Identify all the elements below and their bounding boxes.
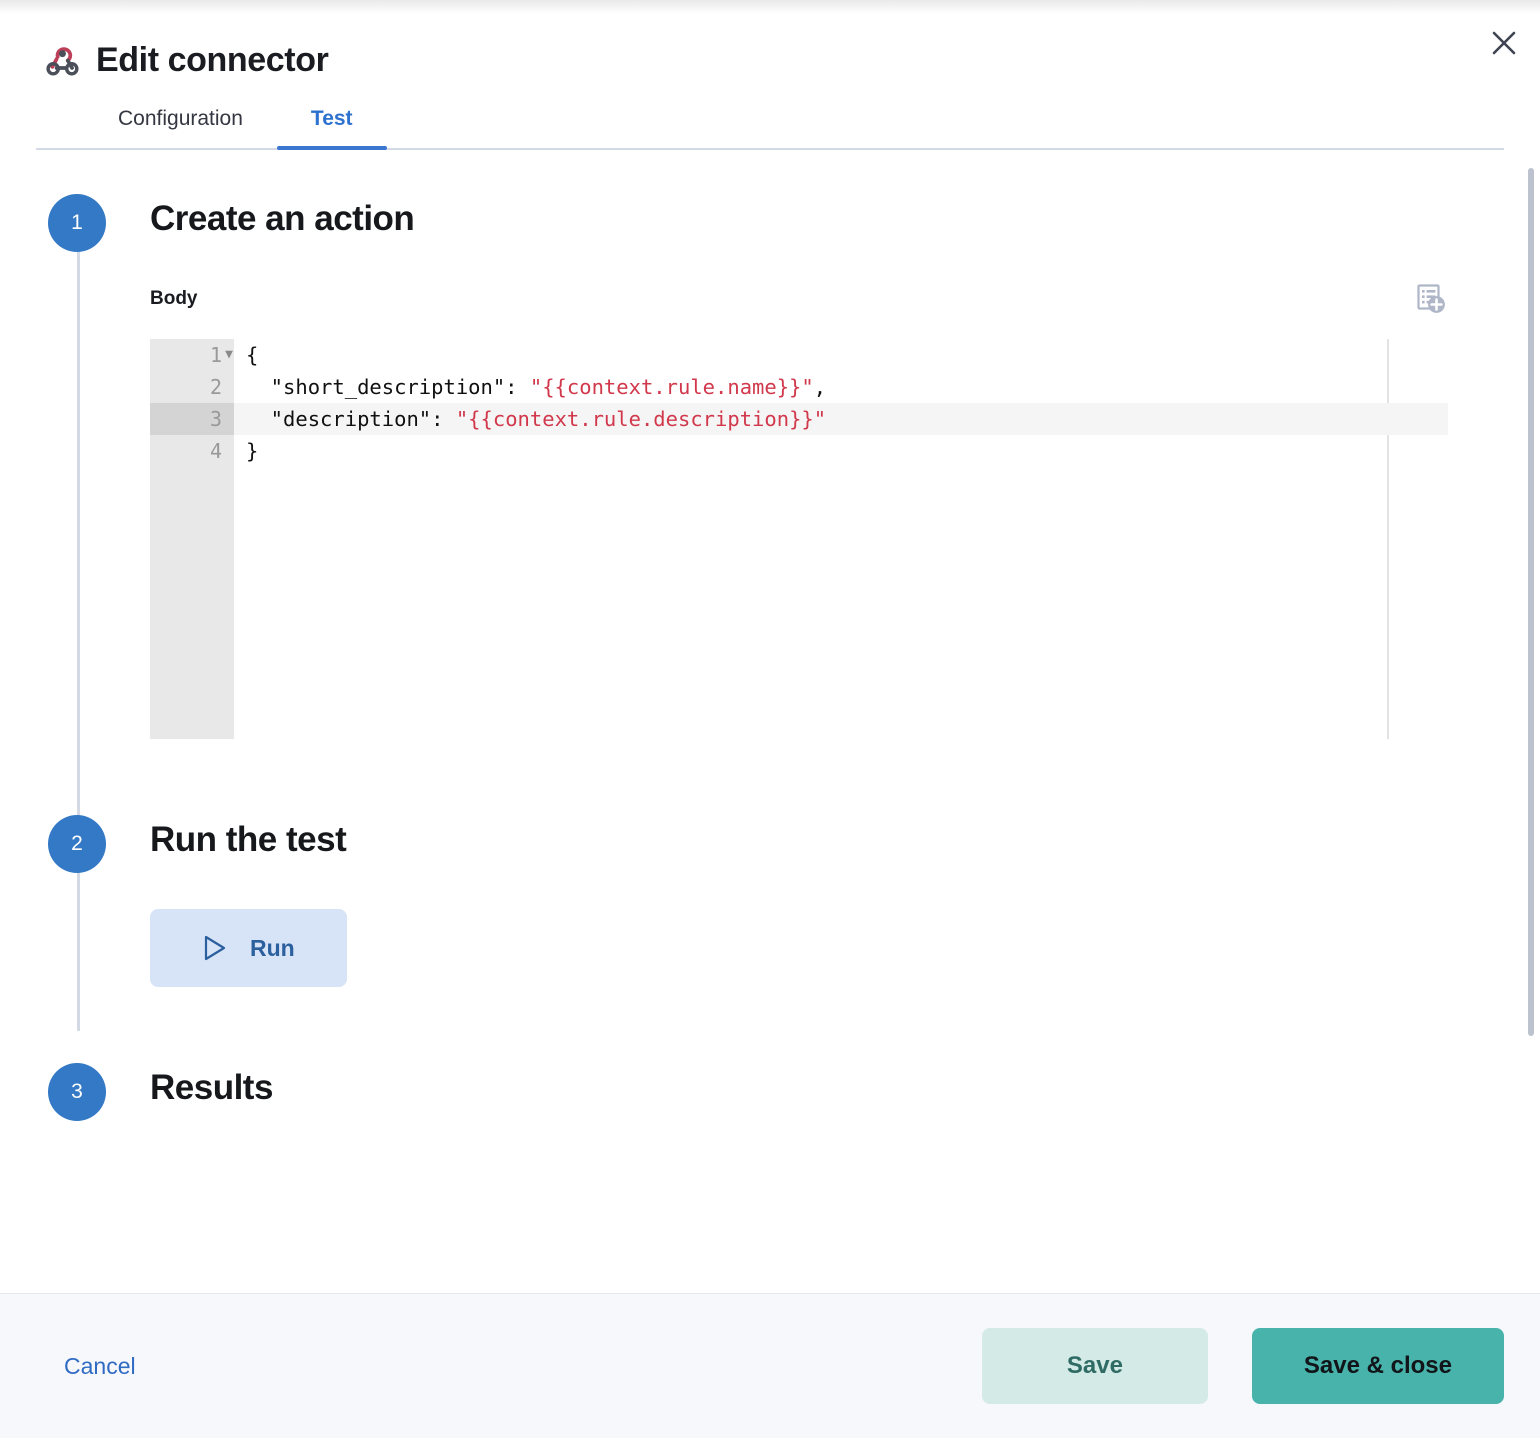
add-list-item-icon-glyph — [1417, 284, 1445, 313]
vertical-scrollbar[interactable] — [1528, 168, 1534, 1036]
body-editor-header: Body — [150, 282, 1448, 316]
run-button-wrap: Run — [150, 909, 1540, 987]
test-steps: 1 Create an action Body — [0, 150, 1540, 1121]
line-number: 2 — [209, 375, 222, 399]
step-connector-line — [77, 216, 80, 1031]
line-number: 1 ▼ — [150, 339, 234, 371]
step-1-title: Create an action — [150, 199, 415, 238]
step-2-body: Run the test Run — [106, 813, 1540, 987]
step-create-an-action: 1 Create an action Body — [0, 192, 1540, 739]
save-and-close-button[interactable]: Save & close — [1251, 1328, 1504, 1404]
page-title: Edit connector — [96, 41, 329, 79]
line-number: 4 — [209, 439, 222, 463]
step-3-number: 3 — [48, 1063, 106, 1121]
run-button[interactable]: Run — [150, 909, 347, 987]
code-line-active[interactable]: 3 "description": "{{context.rule.descrip… — [150, 403, 1448, 435]
step-1-number: 1 — [48, 194, 106, 252]
footer-actions: Save Save & close — [981, 1328, 1504, 1404]
tab-bar: Configuration Test — [36, 106, 1504, 150]
body-editor-block: Body — [150, 282, 1540, 739]
webhook-icon — [46, 47, 79, 76]
tab-test[interactable]: Test — [276, 106, 387, 150]
code-line-text: "short_description": "{{context.rule.nam… — [246, 375, 827, 399]
code-line-text: } — [246, 439, 259, 463]
step-3-title: Results — [150, 1068, 273, 1107]
line-number: 3 — [150, 403, 234, 435]
step-3-body: Results — [106, 1061, 1540, 1109]
code-line-text: "description": "{{context.rule.descripti… — [246, 407, 827, 431]
code-fold-arrow-icon[interactable]: ▼ — [225, 347, 233, 362]
step-1-body: Create an action Body — [106, 192, 1540, 739]
tab-test-label: Test — [310, 107, 353, 130]
body-field-label: Body — [150, 288, 198, 309]
close-icon-glyph — [1492, 31, 1516, 55]
step-2-number: 2 — [48, 815, 106, 873]
body-code-editor[interactable]: 1 ▼ { 2 "short_description": "{{context.… — [150, 339, 1448, 739]
run-button-label: Run — [250, 934, 295, 961]
step-2-title: Run the test — [150, 820, 347, 859]
tab-configuration-underline — [84, 146, 277, 150]
vertical-scrollbar-thumb[interactable] — [1528, 168, 1534, 1036]
tab-test-underline — [276, 146, 387, 150]
close-icon[interactable] — [1482, 21, 1526, 65]
save-button[interactable]: Save — [981, 1328, 1208, 1404]
step-run-the-test: 2 Run the test Run — [0, 813, 1540, 987]
code-line[interactable]: 1 ▼ { — [150, 339, 1448, 371]
tab-configuration-label: Configuration — [118, 107, 243, 130]
tab-configuration[interactable]: Configuration — [84, 106, 277, 148]
code-line-text: { — [246, 343, 259, 367]
editor-print-margin-guide — [1387, 339, 1389, 739]
code-line[interactable]: 2 "short_description": "{{context.rule.n… — [150, 371, 1448, 403]
add-list-item-icon[interactable] — [1414, 282, 1448, 316]
cancel-button[interactable]: Cancel — [36, 1343, 164, 1390]
play-icon — [204, 935, 226, 961]
step-results: 3 Results — [0, 1061, 1540, 1121]
flyout-header: Edit connector Configuration Test — [0, 0, 1540, 150]
page-title-row: Edit connector — [36, 40, 1504, 80]
flyout-footer: Cancel Save Save & close — [0, 1293, 1540, 1438]
test-panel-scroll-area[interactable]: 1 Create an action Body — [0, 150, 1540, 1293]
code-line[interactable]: 4 } — [150, 435, 1448, 467]
